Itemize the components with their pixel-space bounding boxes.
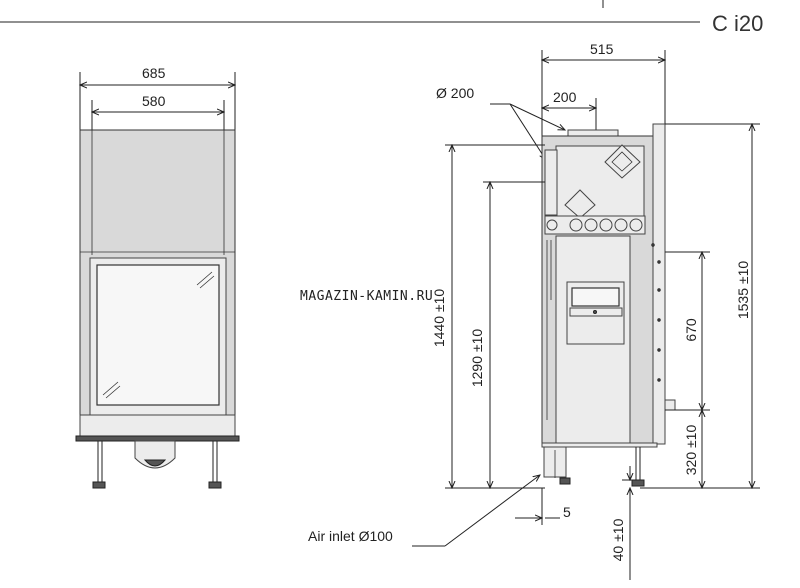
dim-front-glass-width: 580 xyxy=(142,93,166,109)
front-glass xyxy=(96,264,220,406)
dim-leg-offset: 5 xyxy=(563,504,571,520)
dim-flue-height: 1440 ±10 xyxy=(431,289,447,348)
dim-mid-height: 670 xyxy=(683,318,699,342)
dim-air-inlet-height: 1290 ±10 xyxy=(469,329,485,388)
watermark: MAGAZIN-KAMIN.RU xyxy=(300,289,433,304)
front-view: 685 580 xyxy=(75,65,240,489)
dim-air-inlet: Air inlet Ø100 xyxy=(308,528,393,544)
dim-flue-offset: 200 xyxy=(553,89,577,105)
dim-flue-diameter: Ø 200 xyxy=(436,85,474,101)
dim-total-height: 1535 ±10 xyxy=(735,261,751,320)
side-view: 515 200 Ø 200 xyxy=(308,41,760,580)
dim-front-total-width: 685 xyxy=(142,65,166,81)
dim-side-total-depth: 515 xyxy=(590,41,614,57)
dim-foot-adjust: 40 ±10 xyxy=(610,518,626,561)
dim-leg-height: 320 ±10 xyxy=(683,425,699,476)
model-title: C i20 xyxy=(712,11,763,36)
